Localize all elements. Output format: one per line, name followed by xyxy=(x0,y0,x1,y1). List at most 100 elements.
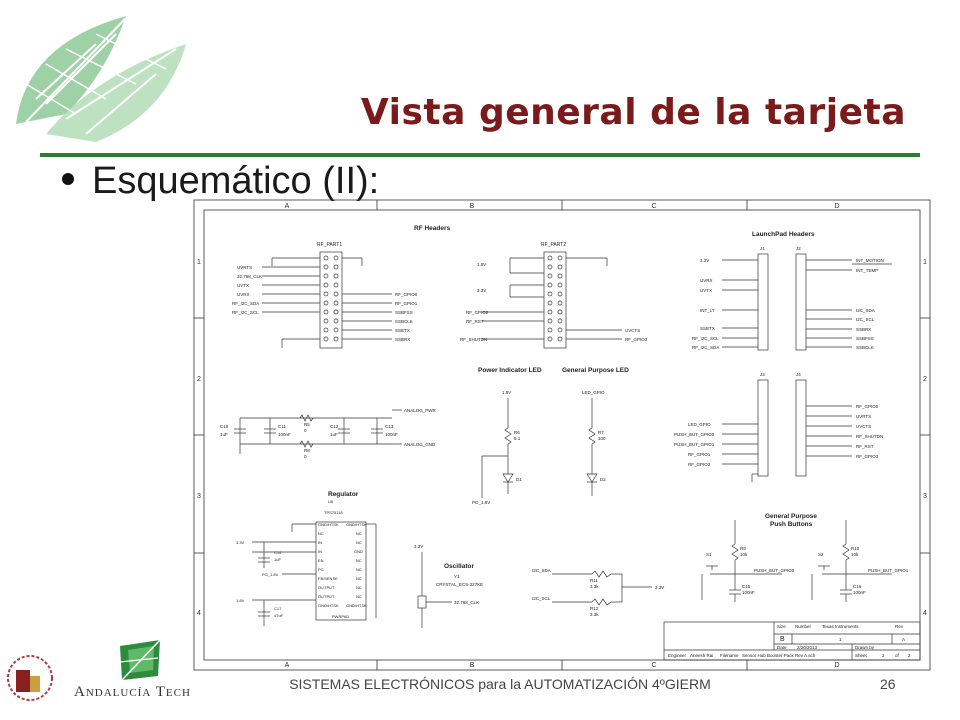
part-ref: R12 xyxy=(590,606,599,611)
section-title: LaunchPad Headers xyxy=(752,231,815,238)
part-ref: S2 xyxy=(818,552,824,557)
net-label: RF_SHUTDN xyxy=(460,337,487,342)
part-ref: R9 xyxy=(740,546,746,551)
net-label: UVRTS xyxy=(856,414,871,419)
net-label: UVRTS xyxy=(237,265,252,270)
tb-sheets: 2 xyxy=(908,653,911,658)
net-label: UVRX xyxy=(700,278,713,283)
row-label: 2 xyxy=(197,376,201,383)
part-ref: R10 xyxy=(851,546,860,551)
part-value: 0 xyxy=(304,454,307,459)
net-label: SSBRX xyxy=(856,327,871,332)
part-ref: R5 xyxy=(304,422,310,427)
part-ref: RF_PART2 xyxy=(541,242,566,248)
net-label: RF_GPIO0 xyxy=(395,292,418,297)
part-ref: J2 xyxy=(796,246,801,251)
part-ref: C10 xyxy=(220,424,229,429)
pin-label: GND/HTSK xyxy=(318,522,339,527)
net-label: I2C_SDA xyxy=(532,568,551,573)
net-label: 3.3V xyxy=(700,258,709,263)
tb-label: Date xyxy=(777,645,787,650)
row-label: 2 xyxy=(923,376,927,383)
part-value: 100 xyxy=(598,436,606,441)
section-title: General Purpose LED xyxy=(562,367,629,374)
net-label: 3.3V xyxy=(655,585,664,590)
pin-label: NC xyxy=(356,594,362,599)
footer-course-title: SISTEMAS ELECTRÓNICOS para la AUTOMATIZA… xyxy=(289,676,711,692)
net-label: UVCTS xyxy=(625,328,640,333)
net-label: LED_GPIO xyxy=(582,390,605,395)
pin-label: GND/HTSK xyxy=(346,603,367,608)
pin-label: NC xyxy=(356,576,362,581)
part-ref: R11 xyxy=(590,578,598,583)
part-value: 3.3k xyxy=(590,612,599,617)
net-label: RF_GPIO1 xyxy=(688,452,711,457)
bullet-item: Esquemático (II): xyxy=(62,160,379,203)
net-label: SSBCLK xyxy=(856,345,874,350)
net-label: SSBTX xyxy=(395,328,410,333)
row-label: 1 xyxy=(197,259,201,266)
andalucia-tech-text: Andalucía Tech xyxy=(74,684,191,700)
pin-label: NC xyxy=(356,540,362,545)
net-label: UVTX xyxy=(700,288,712,293)
pin-label: NC xyxy=(356,531,362,536)
part-name: CRYSTAL_ECS-327KE xyxy=(436,582,483,587)
row-label: 3 xyxy=(923,493,927,500)
pin-label: GND/HTSK xyxy=(318,603,339,608)
net-label: 3.3V xyxy=(236,540,245,545)
net-label: PG_1.8V xyxy=(262,572,279,577)
row-label: 4 xyxy=(923,610,927,617)
pin-label: EN xyxy=(318,558,324,563)
section-title: RF Headers xyxy=(414,225,451,232)
net-label: INT_LT xyxy=(700,308,715,313)
net-label: ANALOG_PWR xyxy=(404,408,437,413)
net-label: RF_RST xyxy=(856,444,874,449)
net-label: ANALOG_GND xyxy=(404,442,436,447)
part-value: 100nF xyxy=(278,432,291,437)
part-ref: J4 xyxy=(796,372,801,377)
part-value: 1uF xyxy=(220,432,228,437)
tb-label: Filename xyxy=(720,653,739,658)
col-label: B xyxy=(470,203,475,210)
pin-label: GND/HTSK xyxy=(346,522,367,527)
section-title: General Purpose xyxy=(765,513,817,520)
title-underline xyxy=(40,153,920,157)
tb-label: Engineer xyxy=(668,653,687,658)
part-value: 100nF xyxy=(742,590,755,595)
section-title: Regulator xyxy=(328,491,359,498)
tb-date: 2/20/2013 xyxy=(797,645,818,650)
net-label: RF_I2C_SCL xyxy=(232,310,259,315)
tb-of: of xyxy=(895,653,900,658)
pin-label: FB/SENSE xyxy=(318,576,338,581)
net-label: 32.768_CLK xyxy=(454,600,479,605)
tb-number: 1 xyxy=(839,637,842,642)
tb-label: Size xyxy=(777,624,786,629)
pin-label: NC xyxy=(356,558,362,563)
net-label: UVRX xyxy=(237,292,250,297)
part-value: 100nF xyxy=(385,432,398,437)
part-ref: R6 xyxy=(514,430,520,435)
net-label: RF_RST xyxy=(466,319,484,324)
net-label: RF_GPIO1 xyxy=(395,301,418,306)
net-label: 1.8V xyxy=(477,262,486,267)
part-ref: C16 xyxy=(853,584,862,589)
net-label: SSBTX xyxy=(700,326,715,331)
tb-filename: Sensor Hub Booster Pack Rev A.sch xyxy=(742,653,816,658)
part-value: 1uF xyxy=(330,432,338,437)
net-label: SSBRX xyxy=(395,337,410,342)
net-label: RF_GPIO3 xyxy=(856,454,879,459)
university-seal-logo xyxy=(7,655,53,701)
part-value: 47uF xyxy=(274,613,284,618)
part-ref: C14 xyxy=(274,550,282,555)
col-label: D xyxy=(834,203,839,210)
bullet-text: Esquemático (II): xyxy=(92,160,380,202)
net-label: RF_GPIO3 xyxy=(625,337,648,342)
tb-label: Sheet xyxy=(855,653,868,658)
part-name: TPS75118 xyxy=(324,510,343,515)
part-ref: C11 xyxy=(278,424,286,429)
schematic-diagram: A B C D A B C D 1 2 3 4 1 2 3 4 RF Heade… xyxy=(193,199,931,671)
pin-label: NC xyxy=(318,531,324,536)
net-label: RF_GPIO2 xyxy=(688,462,711,467)
tb-company: Texas Instruments xyxy=(822,624,859,629)
tb-size: B xyxy=(780,636,785,643)
